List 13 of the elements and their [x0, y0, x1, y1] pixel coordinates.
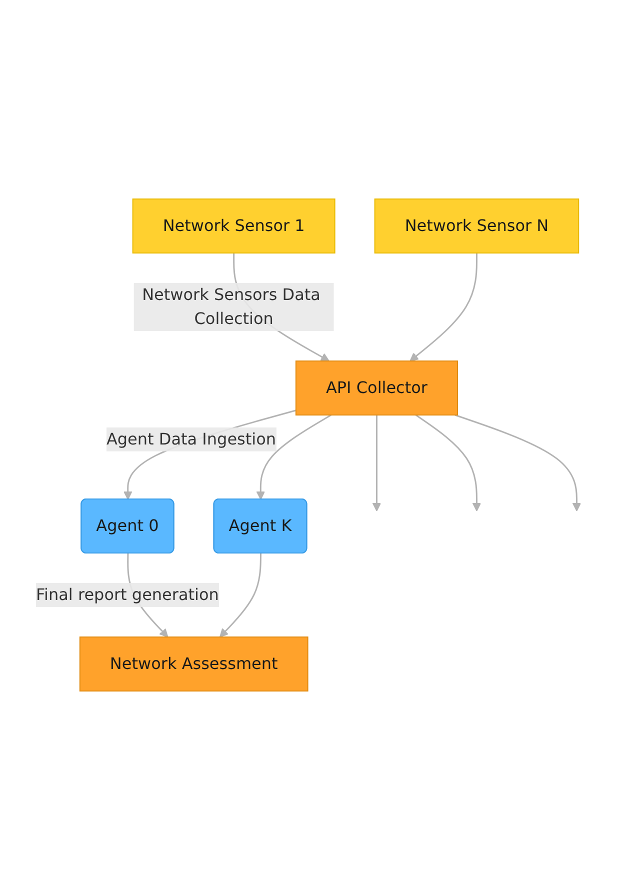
- arrow: [219, 554, 262, 638]
- edge-label: Network Sensors Data Collection: [142, 285, 320, 328]
- edge-label: Final report generation: [36, 585, 219, 604]
- node-box: Network Sensor N: [374, 198, 579, 254]
- node-box: Network Sensor 1: [132, 198, 335, 254]
- node-box: API Collector: [295, 360, 458, 416]
- arrow: [256, 414, 332, 500]
- arrow: [454, 414, 581, 512]
- arrow: [372, 415, 381, 512]
- edge-label: Agent Data Ingestion: [106, 429, 276, 448]
- arrow: [415, 414, 481, 512]
- node-box: Network Assessment: [79, 636, 308, 692]
- arrow: [409, 253, 478, 362]
